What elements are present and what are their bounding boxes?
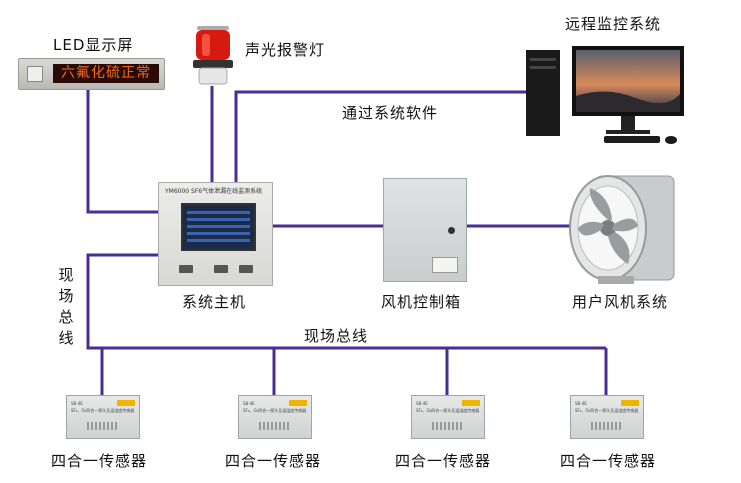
sensor-device: SB-4E SF₆、O₂四合一探头及温湿度传感器 xyxy=(411,395,485,439)
sensor-desc: SF₆、O₂四合一探头及温湿度传感器 xyxy=(416,408,480,413)
led-display-text: 六氟化硫正常 xyxy=(53,64,159,83)
sensor-device: SB-4E SF₆、O₂四合一探头及温湿度传感器 xyxy=(570,395,644,439)
main-unit: YM6000 SF6气体泄漏在线监测系统 xyxy=(158,182,273,286)
led-display: 六氟化硫正常 xyxy=(18,58,165,90)
main-unit-button xyxy=(179,265,193,273)
alarm-light-icon xyxy=(193,26,233,85)
sensor-device: SB-4E SF₆、O₂四合一探头及温湿度传感器 xyxy=(238,395,312,439)
main-unit-button xyxy=(214,265,228,273)
via-software-label: 通过系统软件 xyxy=(342,104,439,122)
sensor-desc: SF₆、O₂四合一探头及温湿度传感器 xyxy=(575,408,639,413)
user-fan-system-label: 用户风机系统 xyxy=(572,293,669,311)
fan-control-box-label: 风机控制箱 xyxy=(381,293,462,311)
sensor-label-4: 四合一传感器 xyxy=(560,452,657,470)
sensor-model: SB-4E xyxy=(416,401,428,406)
sensor-model: SB-4E xyxy=(71,401,83,406)
sensor-model: SB-4E xyxy=(575,401,587,406)
sensor-label-1: 四合一传感器 xyxy=(51,452,148,470)
remote-monitor-label: 远程监控系统 xyxy=(565,15,662,33)
fan-icon xyxy=(569,175,675,284)
main-unit-title: YM6000 SF6气体泄漏在线监测系统 xyxy=(165,188,263,195)
field-bus-vertical-label: 现场总线 xyxy=(58,266,74,347)
fan-control-box xyxy=(383,178,467,282)
sensor-label-3: 四合一传感器 xyxy=(395,452,492,470)
sensor-device: SB-4E SF₆、O₂四合一探头及温湿度传感器 xyxy=(66,395,140,439)
sensor-model: SB-4E xyxy=(243,401,255,406)
main-unit-label: 系统主机 xyxy=(182,293,247,311)
sensor-desc: SF₆、O₂四合一探头及温湿度传感器 xyxy=(243,408,307,413)
lock-icon xyxy=(448,227,455,234)
computer-icon xyxy=(526,46,684,144)
main-unit-button xyxy=(239,265,253,273)
nameplate xyxy=(432,257,458,273)
sensor-desc: SF₆、O₂四合一探头及温湿度传感器 xyxy=(71,408,135,413)
led-sensor-window xyxy=(27,66,43,82)
alarm-light-label: 声光报警灯 xyxy=(245,41,326,59)
led-display-label: LED显示屏 xyxy=(53,36,134,54)
field-bus-label: 现场总线 xyxy=(304,327,369,345)
main-unit-screen xyxy=(181,203,256,251)
sensor-label-2: 四合一传感器 xyxy=(225,452,322,470)
